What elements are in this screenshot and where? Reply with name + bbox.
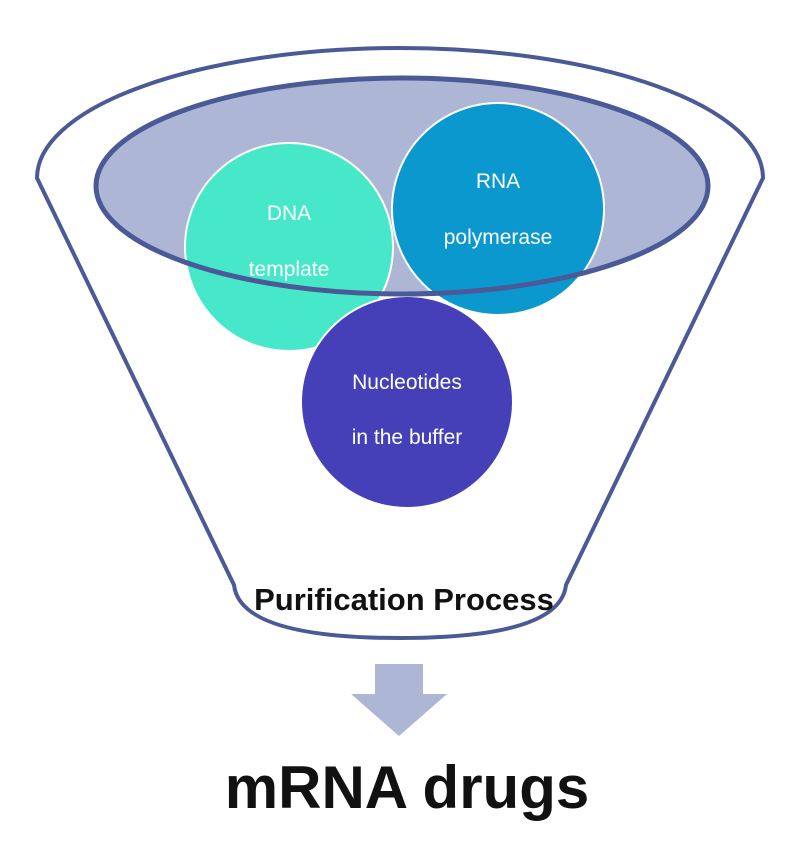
rna-label-line1: RNA [476, 170, 520, 193]
nucleotides-label-line2: in the buffer [352, 426, 463, 449]
funnel-outline [34, 46, 766, 641]
dna-label-line2: template [249, 258, 330, 281]
purification-process-label: Purification Process [254, 582, 554, 617]
funnel-inner-rim [93, 75, 711, 297]
down-arrow-icon [351, 664, 447, 736]
ingredient-circle-nucleotides [300, 295, 514, 509]
ingredient-circle-rna-polymerase [391, 102, 605, 316]
rna-label-line2: polymerase [444, 226, 553, 249]
ingredient-circle-dna-template [184, 142, 394, 352]
nucleotides-label-line1: Nucleotides [352, 371, 462, 394]
result-label: mRNA drugs [225, 754, 589, 821]
dna-label-line1: DNA [267, 202, 311, 225]
